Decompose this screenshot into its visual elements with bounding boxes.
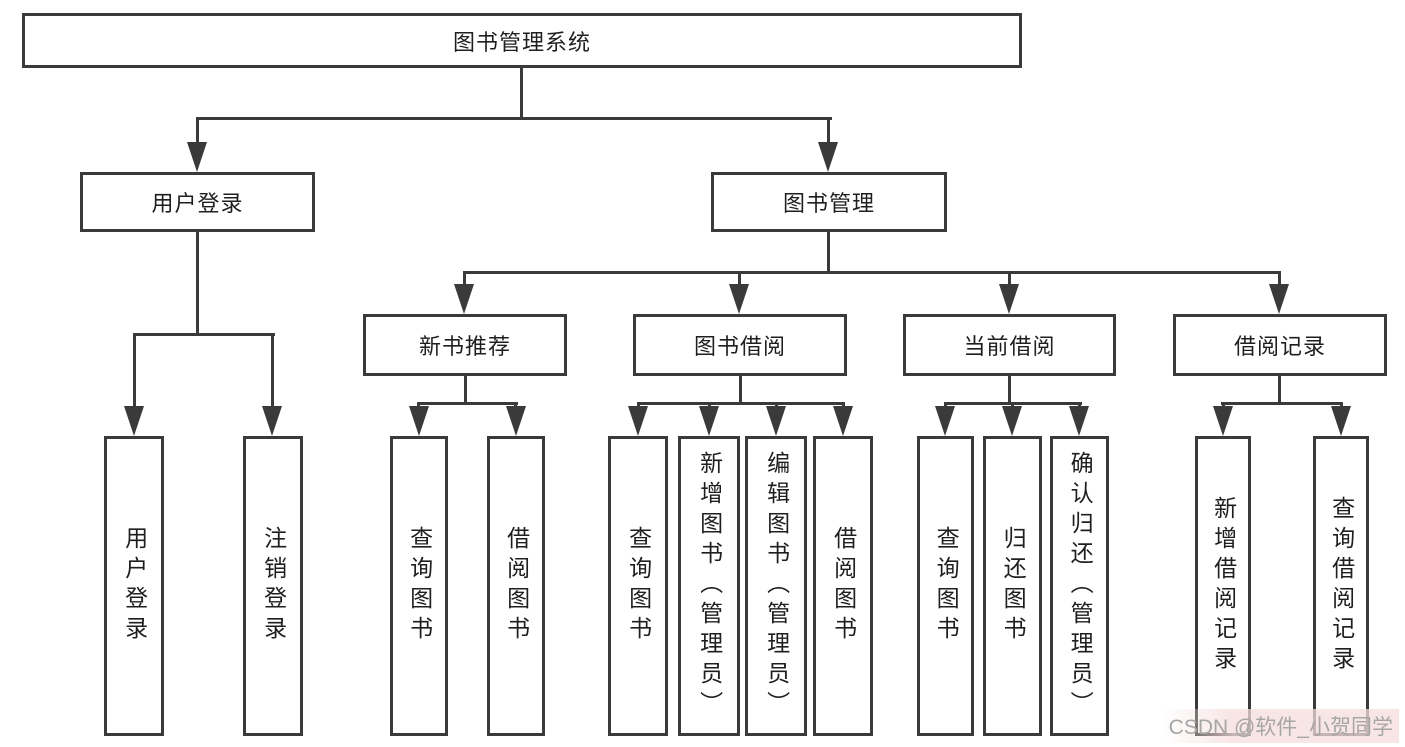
leaf-current-confirm-return-admin-label: 确认归还（管理员） — [1067, 451, 1094, 721]
node-borrow-records: 借阅记录 — [1173, 314, 1387, 376]
arrow-down-icon — [935, 406, 955, 436]
arrow-down-icon — [187, 142, 207, 172]
connector-newbook-stub — [464, 376, 467, 404]
arrow-down-icon — [999, 284, 1019, 314]
arrow-down-icon — [833, 406, 853, 436]
node-current-borrow-label: 当前借阅 — [963, 334, 1056, 359]
node-book-borrow: 图书借阅 — [633, 314, 847, 376]
leaf-borrow-edit-books-admin: 编辑图书（管理员） — [745, 436, 807, 736]
connector-l3-drop — [738, 271, 741, 289]
connector-newbook-bar — [417, 402, 518, 405]
leaf-current-return-books: 归还图书 — [983, 436, 1042, 736]
connector-l3-drop — [463, 271, 466, 289]
node-user-login-label: 用户登录 — [151, 191, 244, 216]
leaf-user-login: 用户登录 — [104, 436, 164, 736]
connector-currentborrow-stub — [1008, 376, 1011, 404]
node-book-management: 图书管理 — [711, 172, 947, 232]
arrow-down-icon — [818, 142, 838, 172]
leaf-records-add-record: 新增借阅记录 — [1195, 436, 1251, 736]
node-user-login: 用户登录 — [80, 172, 315, 232]
arrow-down-icon — [1213, 406, 1233, 436]
connector-root-stub — [520, 68, 523, 120]
leaf-borrow-add-books-admin-label: 新增图书（管理员） — [696, 451, 723, 721]
leaf-records-query-record-label: 查询借阅记录 — [1328, 496, 1355, 676]
connector-user-login-bar — [133, 333, 275, 336]
leaf-borrow-add-books-admin: 新增图书（管理员） — [678, 436, 740, 736]
arrow-down-icon — [506, 406, 526, 436]
node-new-book-recommend-label: 新书推荐 — [418, 334, 511, 359]
connector-root-bar — [196, 117, 832, 120]
leaf-current-query-books-label: 查询图书 — [933, 526, 960, 646]
arrow-down-icon — [454, 284, 474, 314]
connector-user-login-drop — [196, 117, 199, 145]
arrow-down-icon — [262, 406, 282, 436]
leaf-records-query-record: 查询借阅记录 — [1313, 436, 1369, 736]
connector-leaf-drop — [271, 333, 274, 407]
arrow-down-icon — [1002, 406, 1022, 436]
leaf-borrow-borrow-books: 借阅图书 — [813, 436, 873, 736]
csdn-watermark: CSDN @软件_小贺同学 — [1162, 709, 1399, 743]
leaf-borrow-edit-books-admin-label: 编辑图书（管理员） — [763, 451, 790, 721]
arrow-down-icon — [409, 406, 429, 436]
connector-records-bar — [1221, 402, 1343, 405]
leaf-newbook-borrow-books: 借阅图书 — [487, 436, 545, 736]
arrow-down-icon — [699, 406, 719, 436]
connector-l3-drop — [1008, 271, 1011, 289]
connector-bookborrow-bar — [637, 402, 845, 405]
leaf-borrow-query-books-label: 查询图书 — [625, 526, 652, 646]
leaf-logout: 注销登录 — [243, 436, 303, 736]
arrow-down-icon — [729, 284, 749, 314]
node-new-book-recommend: 新书推荐 — [363, 314, 567, 376]
connector-user-login-stub — [196, 232, 199, 336]
leaf-newbook-query-books: 查询图书 — [390, 436, 448, 736]
connector-leaf-drop — [133, 333, 136, 407]
leaf-current-return-books-label: 归还图书 — [1000, 526, 1027, 646]
connector-bookborrow-stub — [739, 376, 742, 404]
leaf-user-login-label: 用户登录 — [121, 526, 148, 646]
leaf-records-add-record-label: 新增借阅记录 — [1210, 496, 1237, 676]
arrow-down-icon — [766, 406, 786, 436]
leaf-newbook-query-books-label: 查询图书 — [406, 526, 433, 646]
connector-l3-drop — [1278, 271, 1281, 289]
arrow-down-icon — [1069, 406, 1089, 436]
leaf-logout-label: 注销登录 — [260, 526, 287, 646]
arrow-down-icon — [1331, 406, 1351, 436]
leaf-borrow-borrow-books-label: 借阅图书 — [830, 526, 857, 646]
connector-book-mgmt-stub — [827, 232, 830, 274]
node-root-label: 图书管理系统 — [452, 29, 591, 55]
node-book-borrow-label: 图书借阅 — [693, 334, 786, 359]
leaf-borrow-query-books: 查询图书 — [608, 436, 668, 736]
node-borrow-records-label: 借阅记录 — [1233, 334, 1326, 359]
connector-book-mgmt-bar — [464, 271, 1281, 274]
leaf-current-confirm-return-admin: 确认归还（管理员） — [1050, 436, 1109, 736]
arrow-down-icon — [1269, 284, 1289, 314]
connector-book-mgmt-drop — [827, 117, 830, 145]
leaf-newbook-borrow-books-label: 借阅图书 — [503, 526, 530, 646]
node-current-borrow: 当前借阅 — [903, 314, 1116, 376]
node-book-management-label: 图书管理 — [782, 191, 875, 216]
connector-records-stub — [1278, 376, 1281, 404]
arrow-down-icon — [628, 406, 648, 436]
leaf-current-query-books: 查询图书 — [917, 436, 974, 736]
arrow-down-icon — [124, 406, 144, 436]
node-root: 图书管理系统 — [22, 13, 1022, 68]
